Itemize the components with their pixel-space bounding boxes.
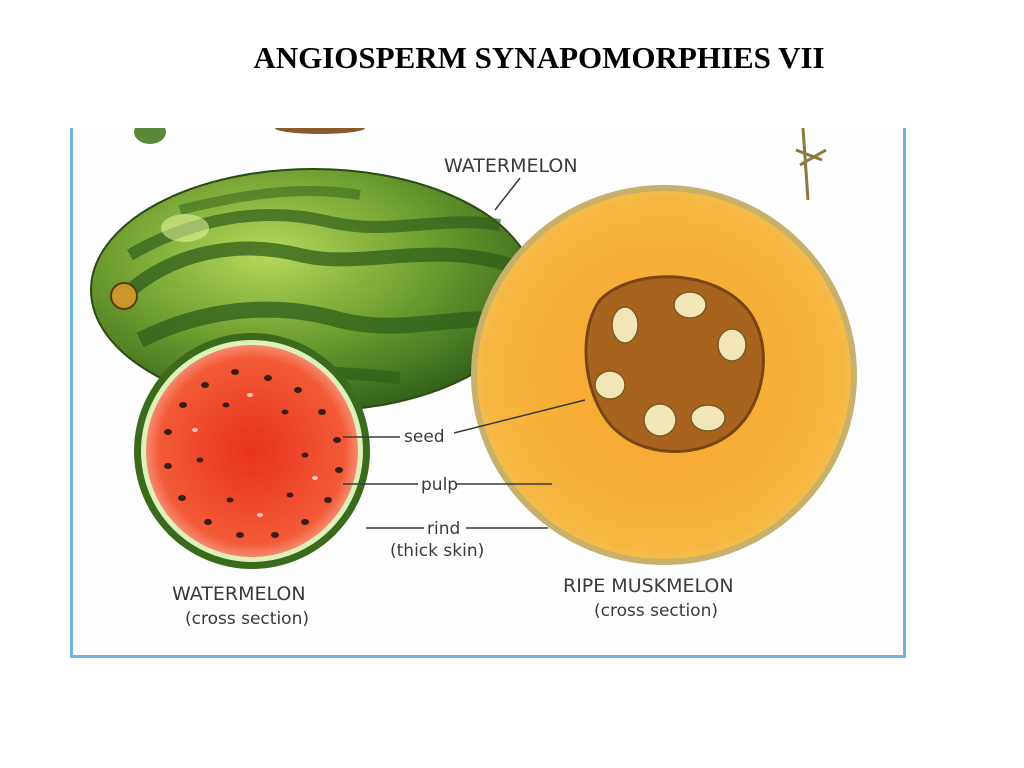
caption-muskmelon-sub: (cross section): [594, 601, 718, 621]
label-seed: seed: [404, 427, 445, 447]
caption-watermelon-sub: (cross section): [185, 609, 309, 629]
muskmelon-cross-section: [471, 185, 857, 565]
blossom-end-icon: [110, 282, 138, 310]
caption-muskmelon: RIPE MUSKMELON: [563, 575, 734, 597]
muskmelon-seeds: [594, 291, 747, 437]
label-whole-watermelon: WATERMELON: [444, 155, 578, 177]
seed-leader-right: [453, 399, 586, 434]
watermelon-seeds: [164, 369, 343, 538]
slide-title: ANGIOSPERM SYNAPOMORPHIES VII: [253, 40, 825, 75]
watermelon-highlight: [161, 214, 209, 242]
label-pulp: pulp: [421, 475, 458, 495]
caption-watermelon: WATERMELON: [172, 583, 306, 605]
label-rind: rind: [427, 519, 460, 539]
label-leader-lines: [343, 177, 586, 529]
watermelon-leader: [494, 177, 521, 211]
watermelon-cross-section: [134, 333, 370, 569]
label-thick-skin: (thick skin): [390, 541, 484, 561]
cropped-stem: [795, 128, 827, 201]
cropped-fruit-edge: [275, 128, 365, 134]
cropped-leaf: [134, 128, 166, 144]
